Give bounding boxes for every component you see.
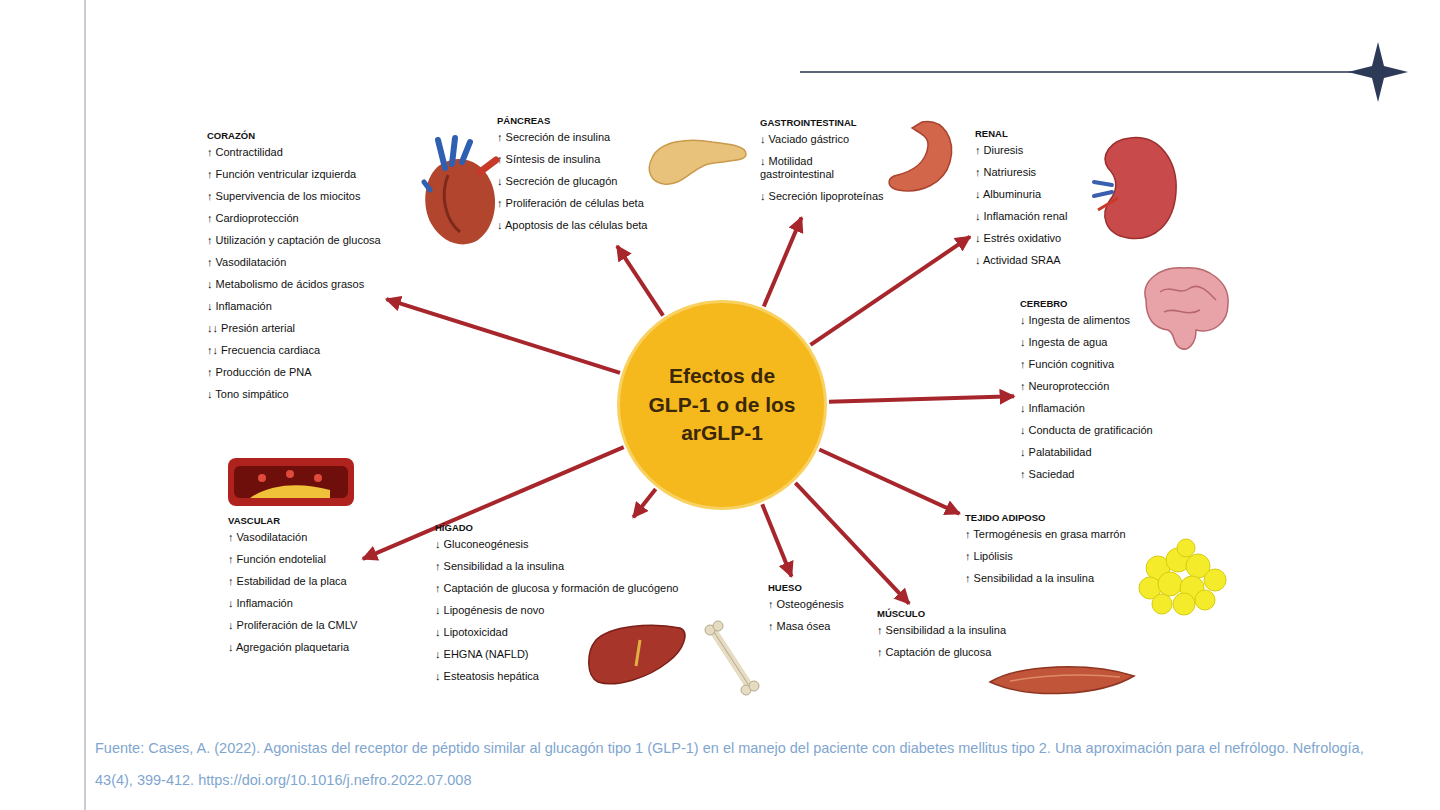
effect-item: ↑ Síntesis de insulina — [497, 153, 647, 166]
page-border — [84, 0, 86, 810]
bone-icon — [705, 621, 759, 695]
effect-arrow — [811, 237, 971, 345]
effect-arrow — [764, 218, 802, 307]
organ-group: RENAL ↑ Diuresis ↑ Natriuresis ↓ Albuminuri… — [975, 128, 1067, 276]
hub-circle: Efectos de GLP-1 o de los arGLP-1 — [617, 300, 827, 510]
group-heading: VASCULAR — [228, 515, 357, 526]
effect-item: ↓ Gluconeogénesis — [435, 538, 690, 551]
group-heading: HUESO — [768, 582, 844, 593]
effect-item: ↑ Lipólisis — [965, 550, 1126, 563]
effect-item: ↑ Producción de PNA — [207, 366, 381, 379]
heart-icon — [424, 138, 496, 244]
organ-group: PÁNCREAS ↑ Secreción de insulina ↑ Síntesi… — [497, 115, 647, 241]
effect-item: ↑ Osteogénesis — [768, 598, 844, 611]
effect-item: ↓ Agregación plaquetaria — [228, 641, 357, 654]
group-heading: PÁNCREAS — [497, 115, 647, 126]
organ-group: HUESO ↑ Osteogénesis ↑ Masa ósea — [768, 582, 844, 642]
effect-item: ↓ Secreción lipoproteínas — [760, 190, 888, 203]
effect-item: ↓ Apoptosis de las células beta — [497, 219, 647, 232]
organ-group: HÍGADO ↓ Gluconeogénesis ↑ Sensibilidad a … — [435, 522, 690, 692]
kidney-icon — [1094, 138, 1176, 239]
effect-item: ↑ Termogénesis en grasa marrón — [965, 528, 1126, 541]
effect-item: ↑ Estabilidad de la placa — [228, 575, 357, 588]
effect-item: ↑ Neuroprotección — [1020, 380, 1153, 393]
effect-item: ↓ Ingesta de alimentos — [1020, 314, 1153, 327]
organ-group: CORAZÓN ↑ Contractilidad ↑ Función ventric… — [207, 130, 381, 410]
effect-item: ↓ Motilidad gastrointestinal — [760, 155, 888, 181]
effect-item: ↑ Proliferación de células beta — [497, 197, 647, 210]
effect-item: ↑ Sensibilidad a la insulina — [877, 624, 1006, 637]
effect-item: ↑ Diuresis — [975, 144, 1067, 157]
organ-group: MÚSCULO ↑ Sensibilidad a la insulina ↑ Cap… — [877, 608, 1006, 668]
effect-item: ↑ Función cognitiva — [1020, 358, 1153, 371]
stomach-icon — [889, 122, 951, 191]
group-heading: RENAL — [975, 128, 1067, 139]
effect-item: ↑ Sensibilidad a la insulina — [435, 560, 690, 573]
effect-arrow — [762, 504, 791, 576]
effect-item: ↓ Albuminuria — [975, 188, 1067, 201]
effect-item: ↑ Captación de glucosa — [877, 646, 1006, 659]
effect-item: ↑ Captación de glucosa y formación de gl… — [435, 582, 690, 595]
effect-item: ↓ Esteatosis hepática — [435, 670, 690, 683]
effect-item: ↓ Inflamación renal — [975, 210, 1067, 223]
effect-item: ↑ Función endotelial — [228, 553, 357, 566]
brain-icon — [1145, 268, 1228, 349]
effect-item: ↑ Secreción de insulina — [497, 131, 647, 144]
effect-item: ↑↓ Frecuencia cardiaca — [207, 344, 381, 357]
fat-cells-icon — [1139, 539, 1226, 615]
hub-title: Efectos de GLP-1 o de los arGLP-1 — [642, 362, 802, 447]
decor-rule — [800, 71, 1368, 73]
effect-item: ↑ Función ventricular izquierda — [207, 168, 381, 181]
organ-group: VASCULAR ↑ Vasodilatación ↑ Función endote… — [228, 515, 357, 663]
effect-item: ↓ Palatabilidad — [1020, 446, 1153, 459]
effect-item: ↓ Conducta de gratificación — [1020, 424, 1153, 437]
group-heading: CORAZÓN — [207, 130, 381, 141]
effect-item: ↑ Vasodilatación — [207, 256, 381, 269]
effect-item: ↑ Natriuresis — [975, 166, 1067, 179]
organ-group: GASTROINTESTINAL ↓ Vaciado gástrico ↓ Moti… — [760, 117, 888, 212]
effect-item: ↓↓ Presión arterial — [207, 322, 381, 335]
effect-arrow — [633, 489, 655, 517]
effect-arrow — [795, 483, 909, 604]
source-caption: Fuente: Cases, A. (2022). Agonistas del … — [95, 732, 1395, 796]
effect-item: ↑ Saciedad — [1020, 468, 1153, 481]
effect-arrow — [829, 396, 1014, 402]
effect-item: ↓ Proliferación de la CMLV — [228, 619, 357, 632]
effect-item: ↓ Inflamación — [1020, 402, 1153, 415]
organ-group: TEJIDO ADIPOSO ↑ Termogénesis en grasa ma… — [965, 512, 1126, 594]
effect-item: ↑ Cardioprotección — [207, 212, 381, 225]
effect-item: ↓ EHGNA (NAFLD) — [435, 648, 690, 661]
effect-item: ↑ Contractilidad — [207, 146, 381, 159]
effect-item: ↓ Inflamación — [228, 597, 357, 610]
effect-item: ↑ Sensibilidad a la insulina — [965, 572, 1126, 585]
effect-arrow — [617, 246, 663, 316]
effect-item: ↓ Inflamación — [207, 300, 381, 313]
liver-icon — [589, 625, 685, 683]
effect-item: ↑ Supervivencia de los miocitos — [207, 190, 381, 203]
effect-item: ↓ Actividad SRAA — [975, 254, 1067, 267]
effect-item: ↓ Lipogénesis de novo — [435, 604, 690, 617]
effect-item: ↑ Utilización y captación de glucosa — [207, 234, 381, 247]
effect-arrow — [819, 450, 959, 514]
effect-item: ↓ Ingesta de agua — [1020, 336, 1153, 349]
group-heading: GASTROINTESTINAL — [760, 117, 888, 128]
muscle-icon — [990, 667, 1134, 694]
effect-item: ↓ Lipotoxicidad — [435, 626, 690, 639]
blood-vessel-icon — [228, 458, 354, 506]
effect-item: ↑ Vasodilatación — [228, 531, 357, 544]
decor-star — [1348, 42, 1408, 102]
pancreas-icon — [649, 140, 746, 184]
effect-arrow — [386, 299, 620, 373]
group-heading: HÍGADO — [435, 522, 690, 533]
effect-item: ↓ Vaciado gástrico — [760, 133, 888, 146]
organ-group: CEREBRO ↓ Ingesta de alimentos ↓ Ingesta d… — [1020, 298, 1153, 490]
group-heading: TEJIDO ADIPOSO — [965, 512, 1126, 523]
effect-item: ↓ Metabolismo de ácidos grasos — [207, 278, 381, 291]
group-heading: CEREBRO — [1020, 298, 1153, 309]
effect-item: ↓ Secreción de glucagón — [497, 175, 647, 188]
effect-item: ↑ Masa ósea — [768, 620, 844, 633]
effect-item: ↓ Tono simpático — [207, 388, 381, 401]
effect-item: ↓ Estrés oxidativo — [975, 232, 1067, 245]
group-heading: MÚSCULO — [877, 608, 1006, 619]
